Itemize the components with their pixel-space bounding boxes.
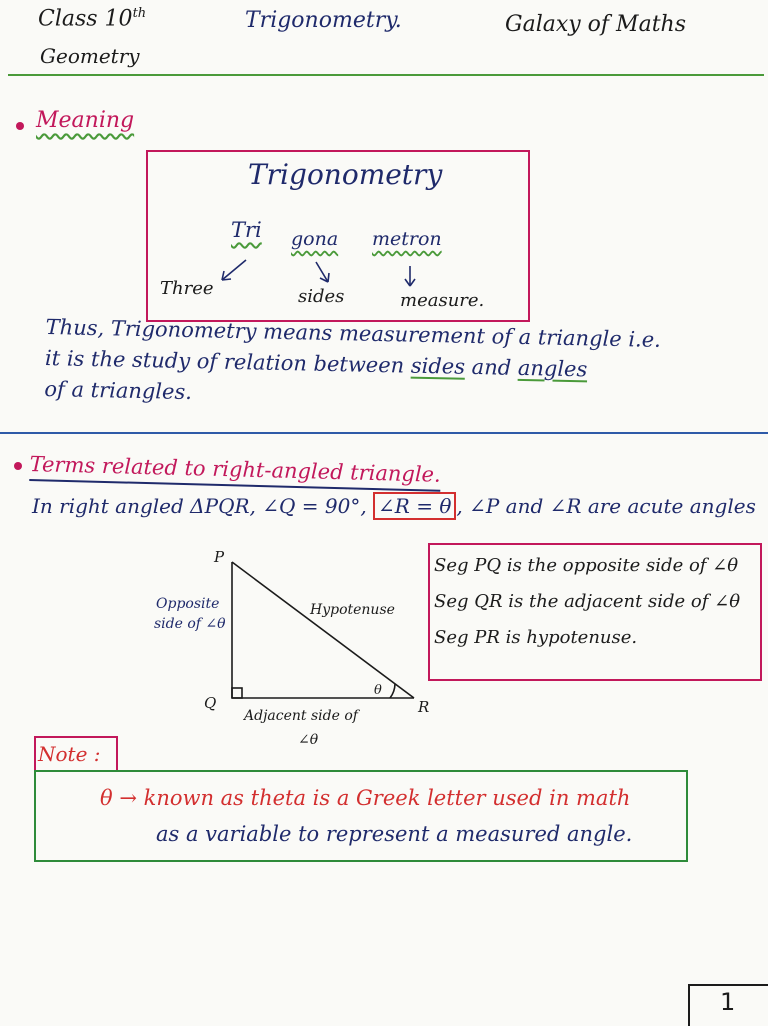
fact-opposite: Seg PQ is the opposite side of ∠θ [434,555,739,576]
word-part-tri: Tri [231,218,262,242]
etymology-title: Trigonometry [248,158,443,191]
bullet-icon [16,122,24,130]
word-part-metron: metron [372,228,442,250]
bullet-icon [14,462,22,470]
page-number-box: 1 [688,984,768,1026]
section-divider [0,432,768,434]
keyword-sides: sides [410,353,466,379]
subject-label: Geometry [40,44,140,68]
meaning-measure: measure. [400,290,485,311]
adjacent-label-2: ∠θ [298,732,319,748]
meaning-sides: sides [298,286,345,307]
class-label: Class 10th [38,6,147,32]
fact-hypotenuse: Seg PR is hypotenuse. [434,627,638,648]
brand-label: Galaxy of Maths [505,12,686,37]
word-part-gona: gona [291,228,339,250]
meaning-heading: Meaning [36,108,135,133]
etymology-box: Trigonometry Tri gona metron Three sides… [146,150,530,322]
vertex-r: R [417,698,429,716]
triangle-statement: In right angled ΔPQR, ∠Q = 90°, ∠R = θ, … [32,492,756,520]
keyword-angles: angles [517,355,588,382]
note-line-2: as a variable to represent a measured an… [156,822,633,846]
meaning-three: Three [160,278,214,299]
note-line-1: θ → known as theta is a Greek letter use… [100,786,631,810]
hypotenuse-label: Hypotenuse [309,602,395,618]
vertex-q: Q [204,694,216,712]
arrow-icons [221,259,416,287]
terms-heading: Terms related to right-angled triangle. [29,452,442,487]
side-facts-box: Seg PQ is the opposite side of ∠θ Seg QR… [428,543,762,681]
note-box: θ → known as theta is a Greek letter use… [34,770,688,862]
page-number: 1 [720,988,736,1016]
vertex-p: P [213,548,225,566]
fact-adjacent: Seg QR is the adjacent side of ∠θ [434,591,741,612]
adjacent-label-1: Adjacent side of [242,708,361,724]
opposite-label-1: Opposite [156,596,219,612]
header-rule [8,74,764,76]
page-title: Trigonometry. [245,8,402,33]
theta-symbol: θ [374,683,382,698]
meaning-paragraph: Thus, Trigonometry means measurement of … [44,312,726,419]
opposite-label-2: side of ∠θ [154,616,226,632]
theta-highlight: ∠R = θ [373,492,457,520]
right-triangle-diagram: P Q R θ Opposite side of ∠θ Hypotenuse A… [154,548,429,748]
note-label: Note : [34,736,118,770]
